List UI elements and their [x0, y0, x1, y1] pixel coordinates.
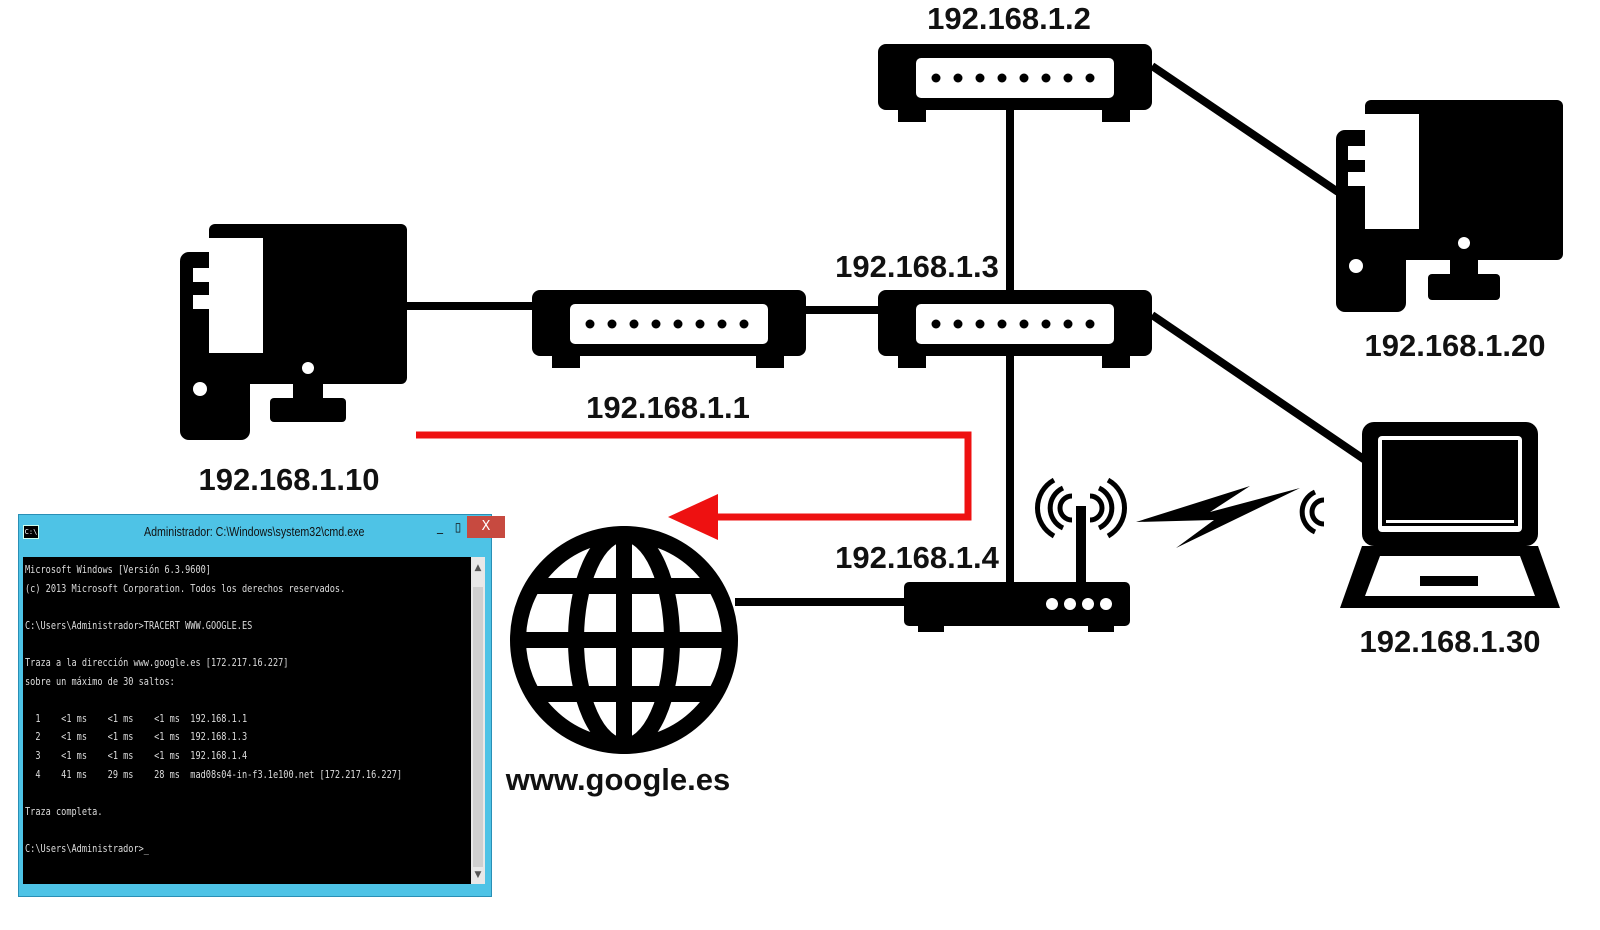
port-dot [953, 319, 963, 329]
label-internet: www.google.es [505, 762, 731, 797]
console-line: Traza a la dirección www.google.es [172.… [25, 656, 289, 669]
scroll-up-icon[interactable]: ▲ [474, 563, 482, 573]
port-dot [975, 319, 985, 329]
console-line: sobre un máximo de 30 saltos: [25, 674, 175, 688]
port-dot [739, 319, 749, 329]
scroll-down-icon[interactable]: ▼ [474, 870, 482, 880]
cmd-window[interactable]: C:\ Administrador: C:\Windows\system32\c… [18, 514, 505, 897]
port-dot [585, 319, 595, 329]
wireless-link-icon [1136, 486, 1300, 548]
cable-switch2-to-pc-right [1149, 62, 1341, 196]
cmd-scrollbar[interactable]: ▲ ▼ [471, 557, 485, 884]
pc-right-icon [1336, 100, 1563, 312]
close-button[interactable]: X [467, 516, 505, 538]
label-laptop: 192.168.1.30 [1359, 624, 1540, 659]
console-line: 4 41 ms 29 ms 28 ms mad08s04-in-f3.1e100… [25, 767, 403, 781]
laptop-icon [1340, 422, 1560, 608]
port-dot [997, 319, 1007, 329]
console-line: C:\Users\Administrador>TRACERT WWW.GOOGL… [25, 618, 253, 632]
port-dot [931, 319, 941, 329]
cmd-titlebar[interactable]: C:\ Administrador: C:\Windows\system32\c… [19, 515, 505, 555]
port-dot [673, 319, 683, 329]
console-line: 2 <1 ms <1 ms <1 ms 192.168.1.3 [25, 730, 248, 744]
port-dot [651, 319, 661, 329]
console-line: Traza completa. [25, 804, 103, 818]
scroll-thumb[interactable] [473, 587, 483, 867]
route-arrow-path [416, 431, 972, 521]
port-dot [1041, 73, 1051, 83]
label-router: 192.168.1.4 [835, 540, 1000, 575]
cmd-title: Administrador: C:\Windows\system32\cmd.e… [144, 524, 365, 539]
port-dot [629, 319, 639, 329]
console-line: 3 <1 ms <1 ms <1 ms 192.168.1.4 [25, 749, 248, 762]
port-dot [717, 319, 727, 329]
pc-main-icon [180, 224, 407, 440]
wireless-router-icon [904, 506, 1130, 632]
switch-3-icon [878, 290, 1152, 368]
label-switch-1: 192.168.1.1 [586, 390, 750, 425]
globe-icon [510, 526, 738, 754]
label-pc-main: 192.168.1.10 [198, 462, 379, 497]
cable-switch3-to-laptop [1149, 311, 1371, 466]
port-dot [607, 319, 617, 329]
cmd-app-icon[interactable]: C:\ [23, 525, 39, 539]
connection-lines [405, 62, 1371, 606]
maximize-button[interactable]: ▯ [454, 520, 462, 534]
minimize-button[interactable]: _ [437, 520, 443, 534]
port-dot [1085, 73, 1095, 83]
switch-2-icon [878, 44, 1152, 122]
console-line: (c) 2013 Microsoft Corporation. Todos lo… [25, 581, 346, 595]
label-switch-3: 192.168.1.3 [835, 249, 999, 284]
switch-1-icon [532, 290, 806, 368]
port-dot [1019, 319, 1029, 329]
route-arrow-head [668, 494, 718, 540]
label-switch-2: 192.168.1.2 [927, 1, 1091, 36]
switch-port-dots [585, 73, 1095, 329]
cmd-console[interactable]: Microsoft Windows [Versión 6.3.9600] (c) … [23, 557, 471, 884]
port-dot [1019, 73, 1029, 83]
port-dot [1063, 73, 1073, 83]
port-dot [953, 73, 963, 83]
console-line: Microsoft Windows [Versión 6.3.9600] [25, 563, 211, 576]
port-dot [695, 319, 705, 329]
port-dot [1085, 319, 1095, 329]
console-line: C:\Users\Administrador>_ [25, 842, 149, 855]
port-dot [997, 73, 1007, 83]
port-dot [1063, 319, 1073, 329]
console-line: 1 <1 ms <1 ms <1 ms 192.168.1.1 [25, 711, 248, 725]
label-pc-right: 192.168.1.20 [1364, 328, 1545, 363]
route-arrow [416, 431, 972, 540]
port-dot [975, 73, 985, 83]
wifi-signal-icon [1035, 477, 1325, 539]
port-dot [931, 73, 941, 83]
port-dot [1041, 319, 1051, 329]
